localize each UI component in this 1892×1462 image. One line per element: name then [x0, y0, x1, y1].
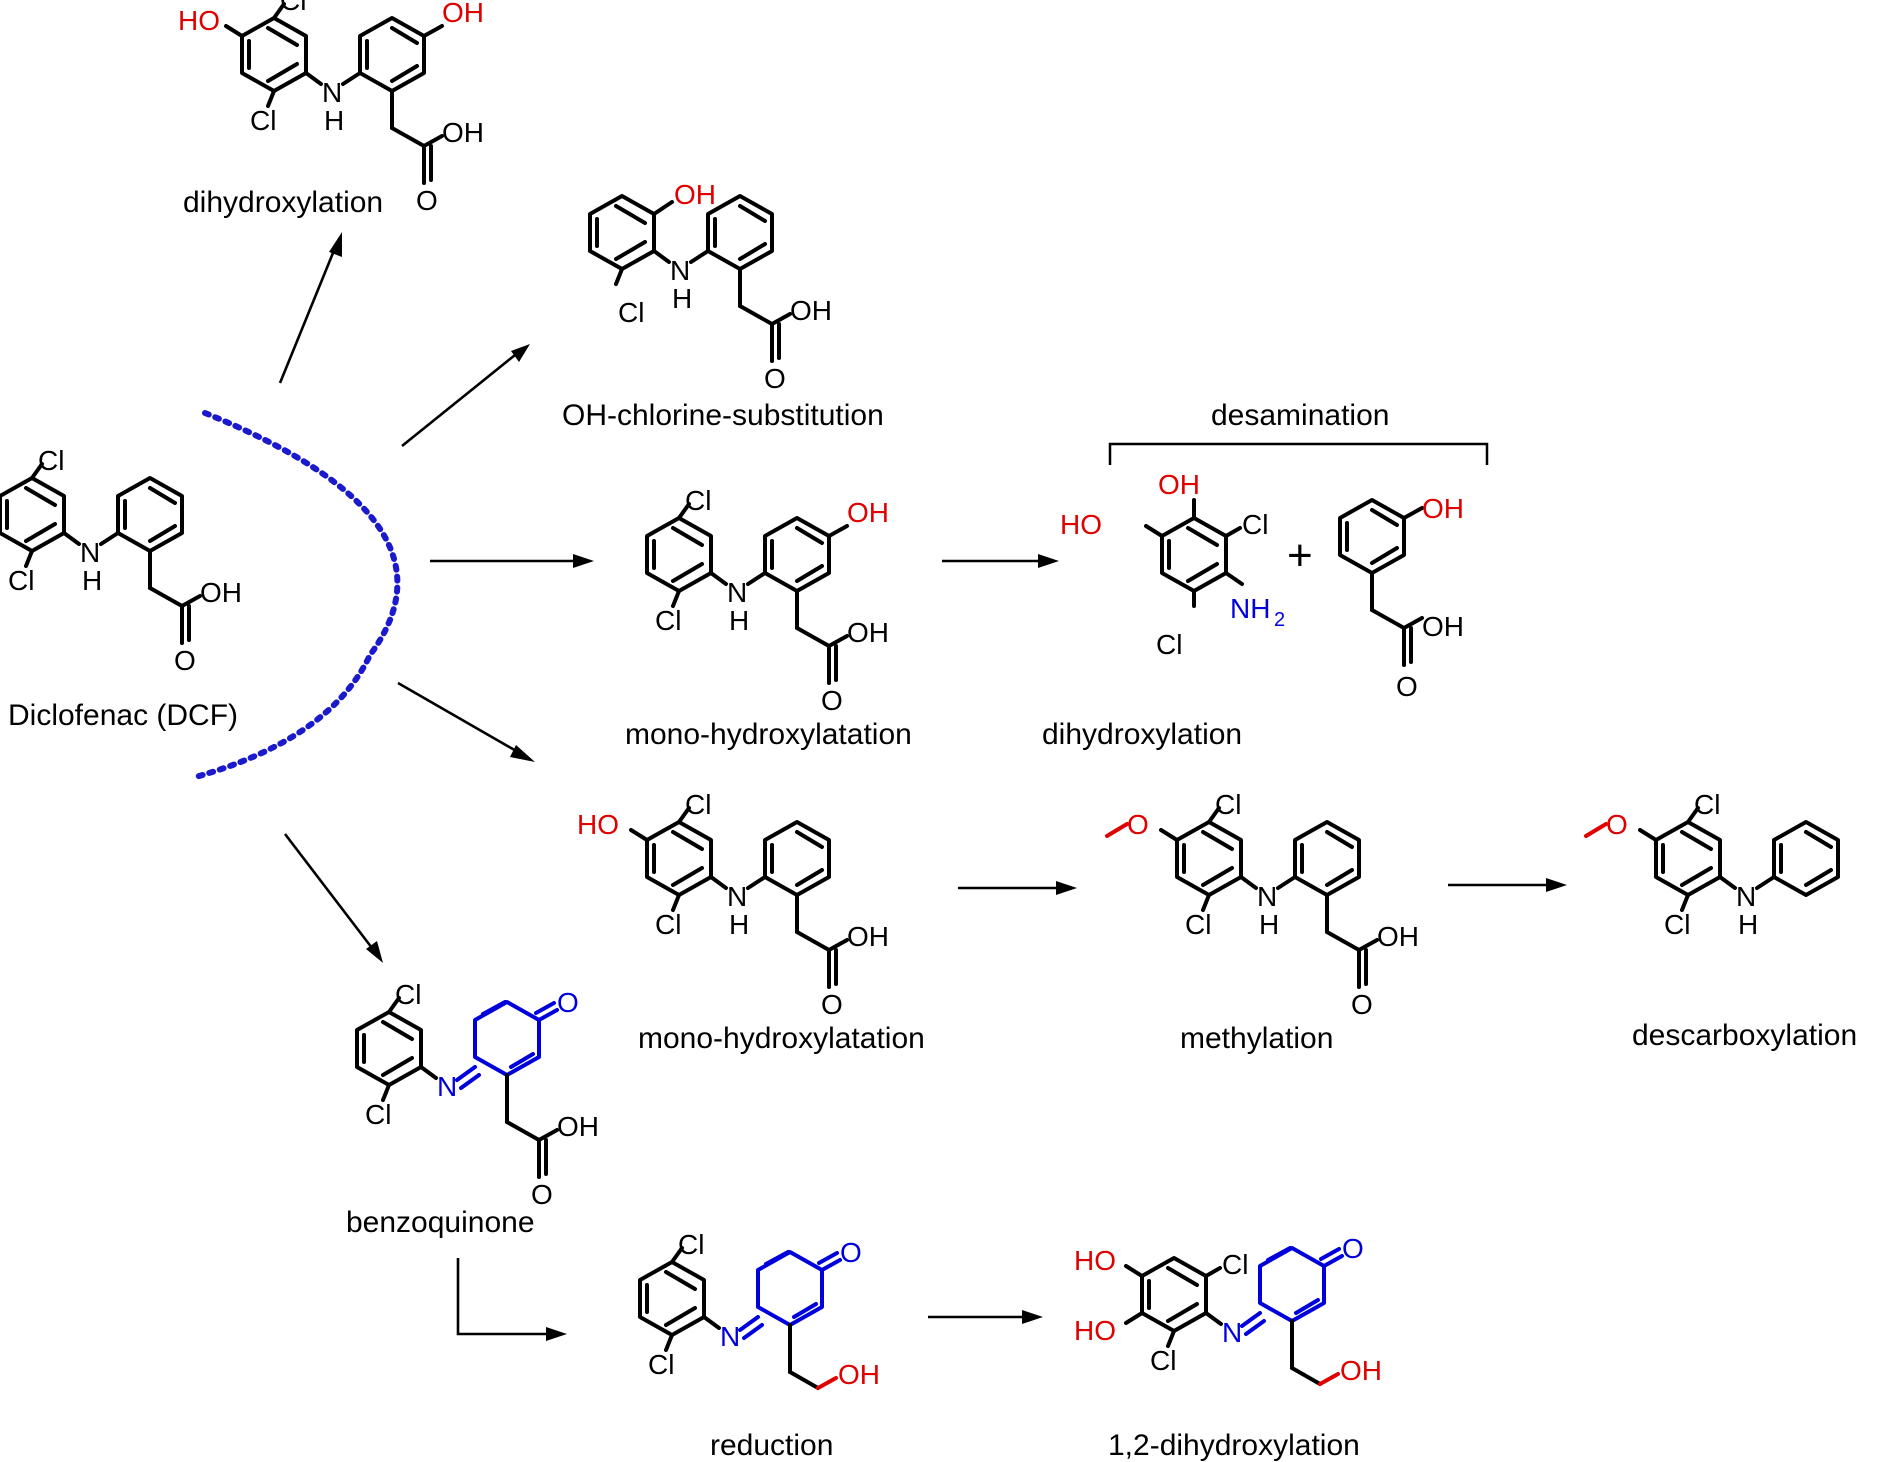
svg-text:HO: HO — [1060, 509, 1102, 540]
arrow-to-dihydroxylation-top — [278, 232, 342, 384]
svg-text:Cl: Cl — [1222, 1249, 1248, 1280]
svg-text:2: 2 — [1274, 609, 1285, 631]
svg-text:O: O — [531, 1179, 553, 1210]
desamination-bracket — [1108, 442, 1489, 465]
caption-oh-chlorine-substitution: OH-chlorine-substitution — [562, 399, 884, 432]
svg-text:Cl: Cl — [1156, 629, 1182, 660]
svg-text:HO: HO — [178, 5, 220, 36]
caption-dcf: Diclofenac (DCF) — [8, 699, 238, 732]
caption-reduction: reduction — [710, 1429, 833, 1462]
product-reduction: OH — [638, 1227, 880, 1390]
svg-text:OH: OH — [1422, 493, 1464, 524]
svg-text:Cl: Cl — [1150, 1345, 1176, 1376]
arrow-to-mono-hydroxylatation-2 — [397, 681, 535, 762]
product-hydroxyphenylacetic-acid: OH O OH — [1338, 493, 1464, 702]
dcf-structure — [0, 443, 244, 678]
product-1-2-dihydroxylation: Cl Cl HO HO OH — [1074, 1231, 1382, 1386]
product-mono-hydroxylatation-1: OH — [645, 483, 891, 718]
svg-text:H: H — [1738, 909, 1758, 940]
product-benzoquinone: O OH — [355, 977, 599, 1210]
arrow-to-descarboxylation — [1448, 878, 1567, 892]
svg-text:Cl: Cl — [618, 297, 644, 328]
arrow-to-mono-hydroxylatation-1 — [430, 554, 594, 568]
svg-text:Cl: Cl — [1242, 509, 1268, 540]
svg-text:HO: HO — [577, 809, 619, 840]
svg-text:OH: OH — [1158, 469, 1200, 500]
arrow-to-benzoquinone — [283, 833, 383, 963]
arrow-to-methylation — [958, 881, 1077, 895]
caption-descarboxylation: descarboxylation — [1632, 1019, 1857, 1052]
caption-mono-hydroxylatation-1: mono-hydroxylatation — [625, 718, 912, 751]
radical-attack-arc — [189, 410, 401, 781]
svg-text:OH: OH — [847, 497, 889, 528]
svg-text:N: N — [1736, 881, 1756, 912]
svg-text:HO: HO — [1074, 1315, 1116, 1346]
reaction-arrows — [278, 232, 1567, 1341]
arrow-to-desamination — [942, 554, 1059, 568]
svg-text:O: O — [1606, 809, 1628, 840]
caption-dihydroxylation-top: dihydroxylation — [183, 186, 383, 219]
product-methylation: O — [1105, 787, 1421, 1022]
caption-benzoquinone: benzoquinone — [346, 1206, 535, 1239]
svg-text:O: O — [1396, 671, 1418, 702]
product-dihydroxylation-aminophenol: OH HO Cl NH 2 Cl — [1060, 469, 1285, 660]
product-mono-hydroxylatation-2: HO — [577, 787, 891, 1022]
svg-text:OH: OH — [674, 179, 716, 210]
svg-text:O: O — [1127, 809, 1149, 840]
caption-methylation: methylation — [1180, 1022, 1333, 1055]
arrow-to-1-2-dihydroxylation — [928, 1310, 1043, 1324]
svg-text:HO: HO — [1074, 1245, 1116, 1276]
svg-text:NH: NH — [1230, 593, 1270, 624]
caption-desamination: desamination — [1211, 399, 1389, 432]
svg-text:OH: OH — [838, 1359, 880, 1390]
svg-text:OH: OH — [1340, 1355, 1382, 1386]
plus-sign: + — [1287, 531, 1313, 580]
arrow-to-reduction — [456, 1258, 567, 1341]
caption-dihydroxylation-mid: dihydroxylation — [1042, 718, 1242, 751]
svg-text:OH: OH — [442, 0, 484, 28]
caption-mono-hydroxylatation-2: mono-hydroxylatation — [638, 1022, 925, 1055]
arrow-to-oh-chlorine — [401, 344, 530, 448]
product-oh-chlorine-substitution: OH Cl — [588, 179, 834, 396]
svg-text:OH: OH — [557, 1111, 599, 1142]
svg-text:OH: OH — [1422, 611, 1464, 642]
product-dihydroxylation-top: OH HO — [178, 0, 486, 218]
product-descarboxylation: O N H — [1584, 787, 1840, 942]
caption-1-2-dihydroxylation: 1,2-dihydroxylation — [1108, 1429, 1360, 1462]
